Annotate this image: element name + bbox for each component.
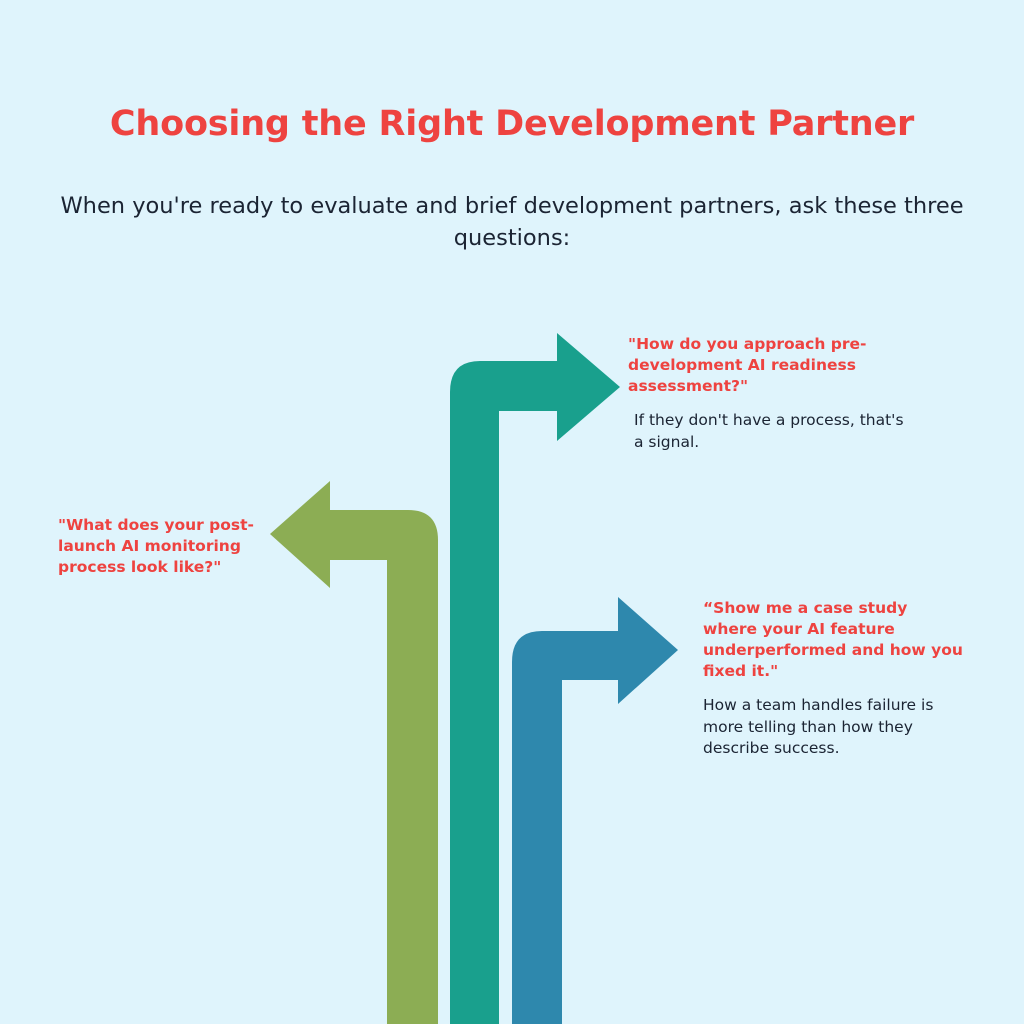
note-readiness-assessment: If they don't have a process, that's a s… [634,411,904,451]
question-readiness-assessment: "How do you approach pre-development AI … [628,335,867,395]
page-title: Choosing the Right Development Partner [109,104,915,144]
arrow-up-left-green-icon [270,481,438,1024]
question-post-launch-monitoring: "What does your post-launch AI monitorin… [58,516,254,576]
arrow-up-right-blue-icon [512,597,678,1024]
intro-text: When you're ready to evaluate and brief … [60,193,964,251]
note-case-study: How a team handles failure is more telli… [703,696,934,757]
arrow-up-right-teal-icon [450,333,620,1024]
question-case-study: “Show me a case study where your AI feat… [703,599,963,680]
